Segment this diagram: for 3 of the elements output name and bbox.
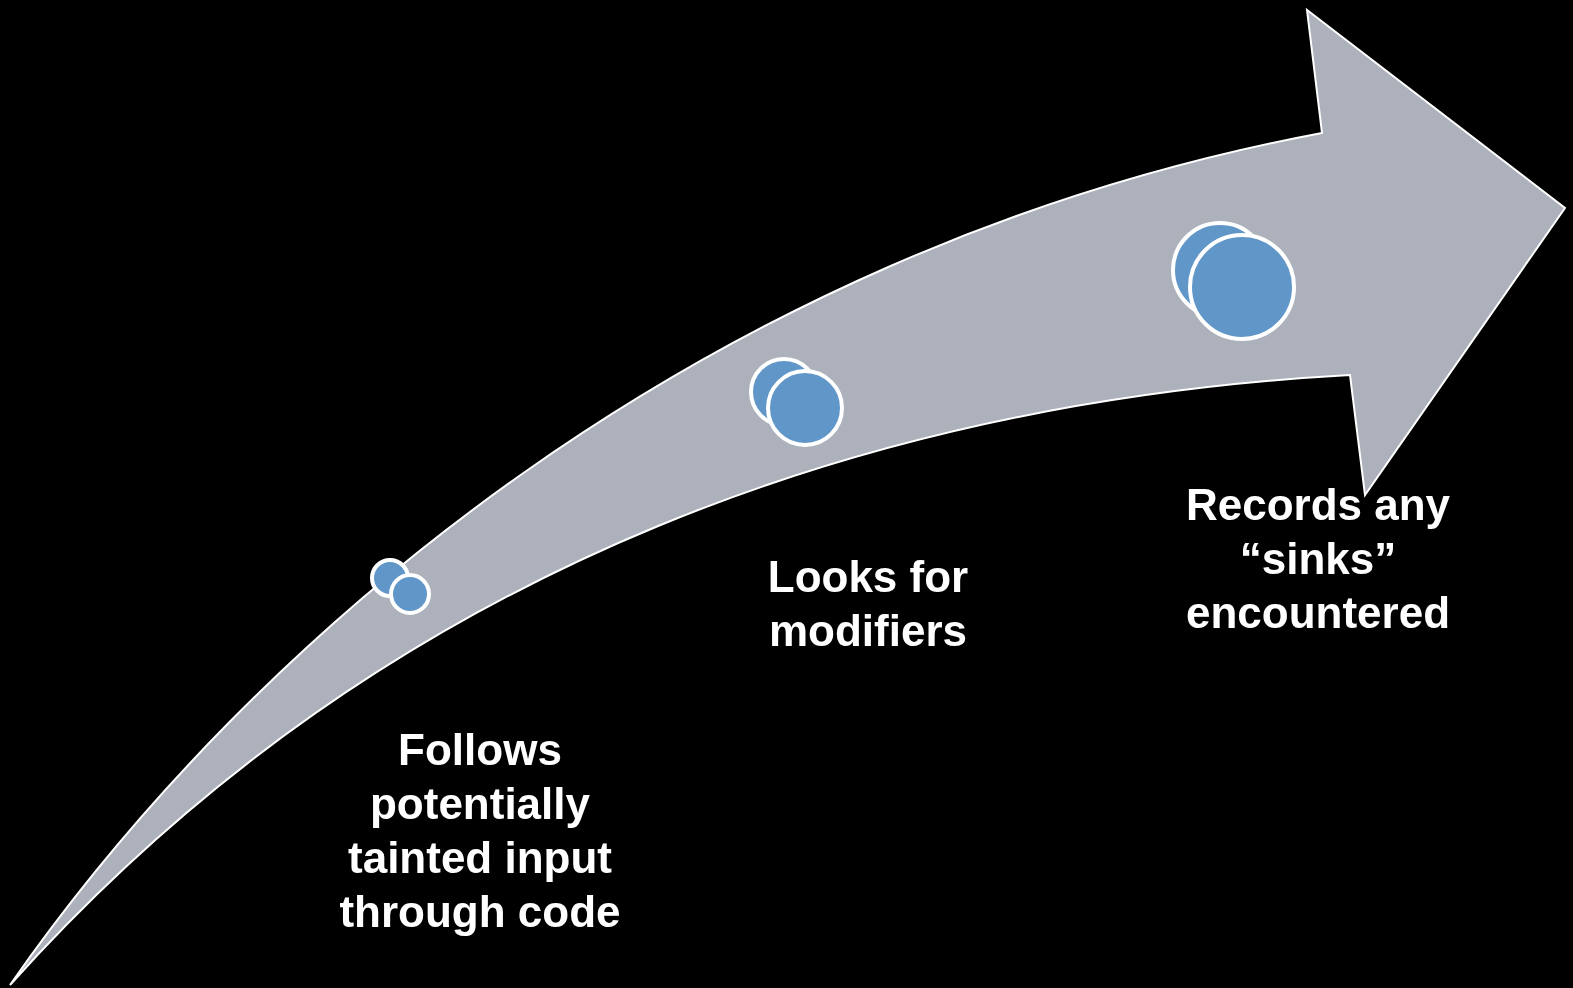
step-label: Records any “sinks” encountered	[1184, 479, 1452, 639]
step-label: Follows potentially tainted input through code	[338, 724, 622, 938]
step-label: Looks for modifiers	[766, 551, 970, 657]
